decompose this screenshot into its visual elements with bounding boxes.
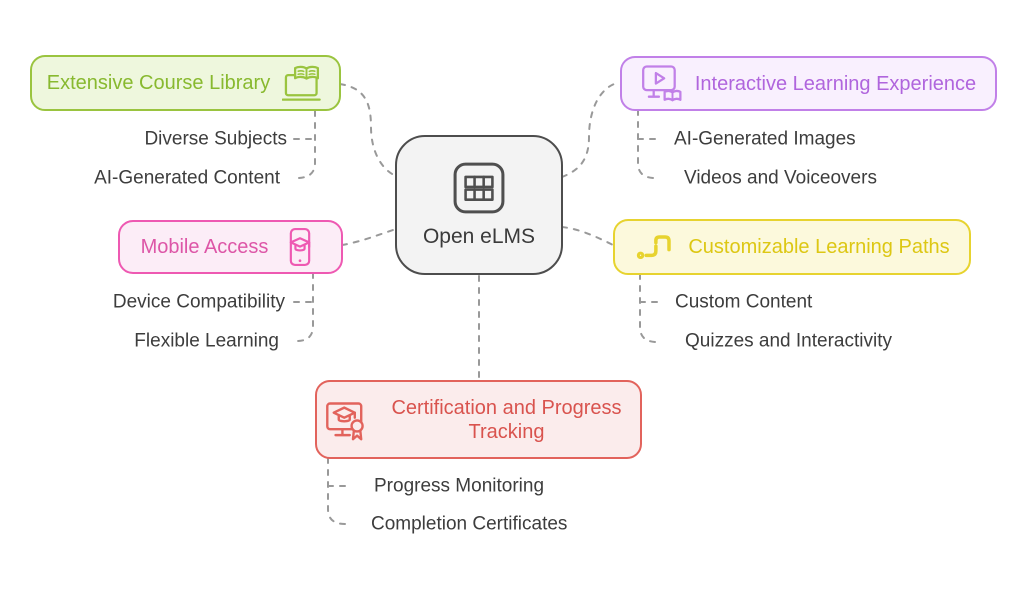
leaf-progress-monitoring: Progress Monitoring [374,475,545,497]
center-node-label: Open eLMS [422,225,536,249]
branch-certification-progress-tracking: Certification and Progress Tracking [315,380,642,459]
mobile-graduation-icon [280,227,320,267]
connector-mobile-children [296,272,314,342]
leaf-videos-and-voiceovers: Videos and Voiceovers [684,167,877,189]
leaf-quizzes-interactivity: Quizzes and Interactivity [685,330,892,352]
branch-label: Extensive Course Library [46,72,271,94]
branch-label: Mobile Access [140,236,269,258]
branch-customizable-learning-paths: Customizable Learning Paths [613,219,971,275]
leaf-ai-generated-content: AI-Generated Content [94,167,280,189]
branch-label: Certification and Progress Tracking [391,396,622,443]
connector-course-library-children [298,110,316,179]
branch-mobile-access: Mobile Access [118,220,343,274]
book-laptop-icon [282,62,324,104]
leaf-device-compatibility: Device Compatibility [112,291,285,313]
connector-center-interactive [561,82,618,178]
grid-icon [451,160,507,216]
certificate-monitor-icon [325,398,369,442]
branching-path-icon [634,226,676,268]
leaf-flexible-learning: Flexible Learning [134,330,279,352]
leaf-diverse-subjects: Diverse Subjects [144,128,287,150]
video-book-icon [641,63,683,105]
connector-center-custom-paths [561,226,614,246]
branch-interactive-learning-experience: Interactive Learning Experience [620,56,997,111]
connector-interactive-children [637,109,656,179]
branch-label: Interactive Learning Experience [694,72,977,95]
center-node-open-elms: Open eLMS [395,135,563,275]
connector-center-course-library [339,83,397,177]
leaf-ai-generated-images: AI-Generated Images [674,128,856,150]
leaf-completion-certificates: Completion Certificates [371,513,568,535]
branch-extensive-course-library: Extensive Course Library [30,55,341,111]
connector-center-mobile-access [341,228,397,246]
connector-custom-paths-children [639,273,658,343]
leaf-custom-content: Custom Content [675,291,813,313]
branch-label: Customizable Learning Paths [688,236,950,258]
connector-certification-children [327,457,346,525]
